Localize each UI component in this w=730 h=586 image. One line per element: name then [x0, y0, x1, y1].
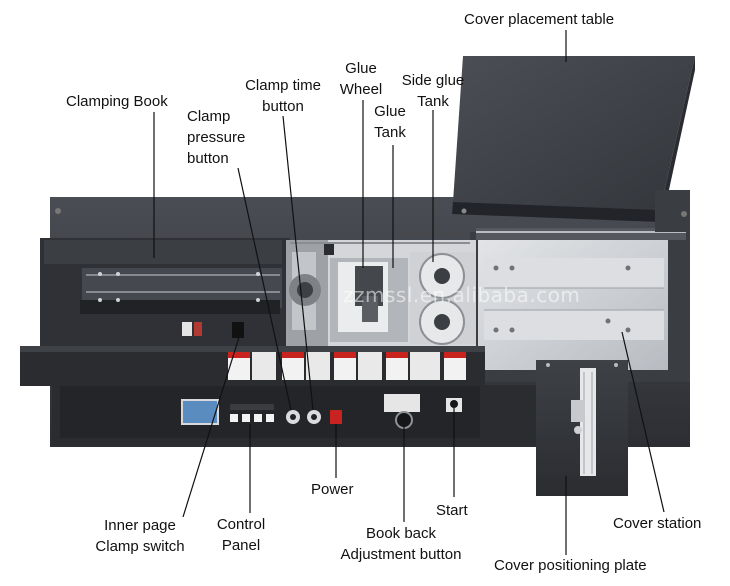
label-control-panel: Control Panel: [216, 516, 266, 554]
cover-positioning-plate: [536, 360, 628, 496]
label-power: Power: [311, 481, 354, 498]
label-cover-placement-table: Cover placement table: [464, 11, 615, 28]
label-glue-wheel: Glue Wheel: [339, 60, 383, 98]
label-inner-page-clamp-switch: Inner page Clamp switch: [95, 517, 185, 555]
label-cover-station: Cover station: [613, 515, 702, 532]
leader-clamp-time-button: [282, 115, 314, 411]
watermark: zzmssl.en.alibaba.com: [343, 283, 581, 307]
cover-station: [476, 228, 686, 370]
clamping-book-unit: [40, 208, 290, 350]
label-book-back-adjustment-button: Book back Adjustment button: [340, 525, 462, 563]
label-side-glue-tank: Side glue Tank: [401, 72, 465, 110]
cover-placement-table: [452, 56, 695, 232]
label-start: Start: [436, 502, 468, 519]
label-clamp-time-button: Clamp time button: [245, 77, 321, 115]
leader-inner-page-clamp-switch: [182, 333, 241, 518]
label-glue-tank: Glue Tank: [374, 103, 406, 141]
label-clamping-book: Clamping Book: [66, 93, 168, 110]
control-panel: [20, 346, 485, 438]
leader-cover-station: [621, 331, 665, 513]
label-clamp-pressure-button: Clamp pressure button: [187, 108, 246, 167]
glue-mechanism: [286, 240, 476, 348]
label-cover-positioning-plate: Cover positioning plate: [494, 557, 647, 574]
leader-clamp-pressure-button: [237, 167, 292, 411]
leader-lines: [153, 30, 665, 555]
